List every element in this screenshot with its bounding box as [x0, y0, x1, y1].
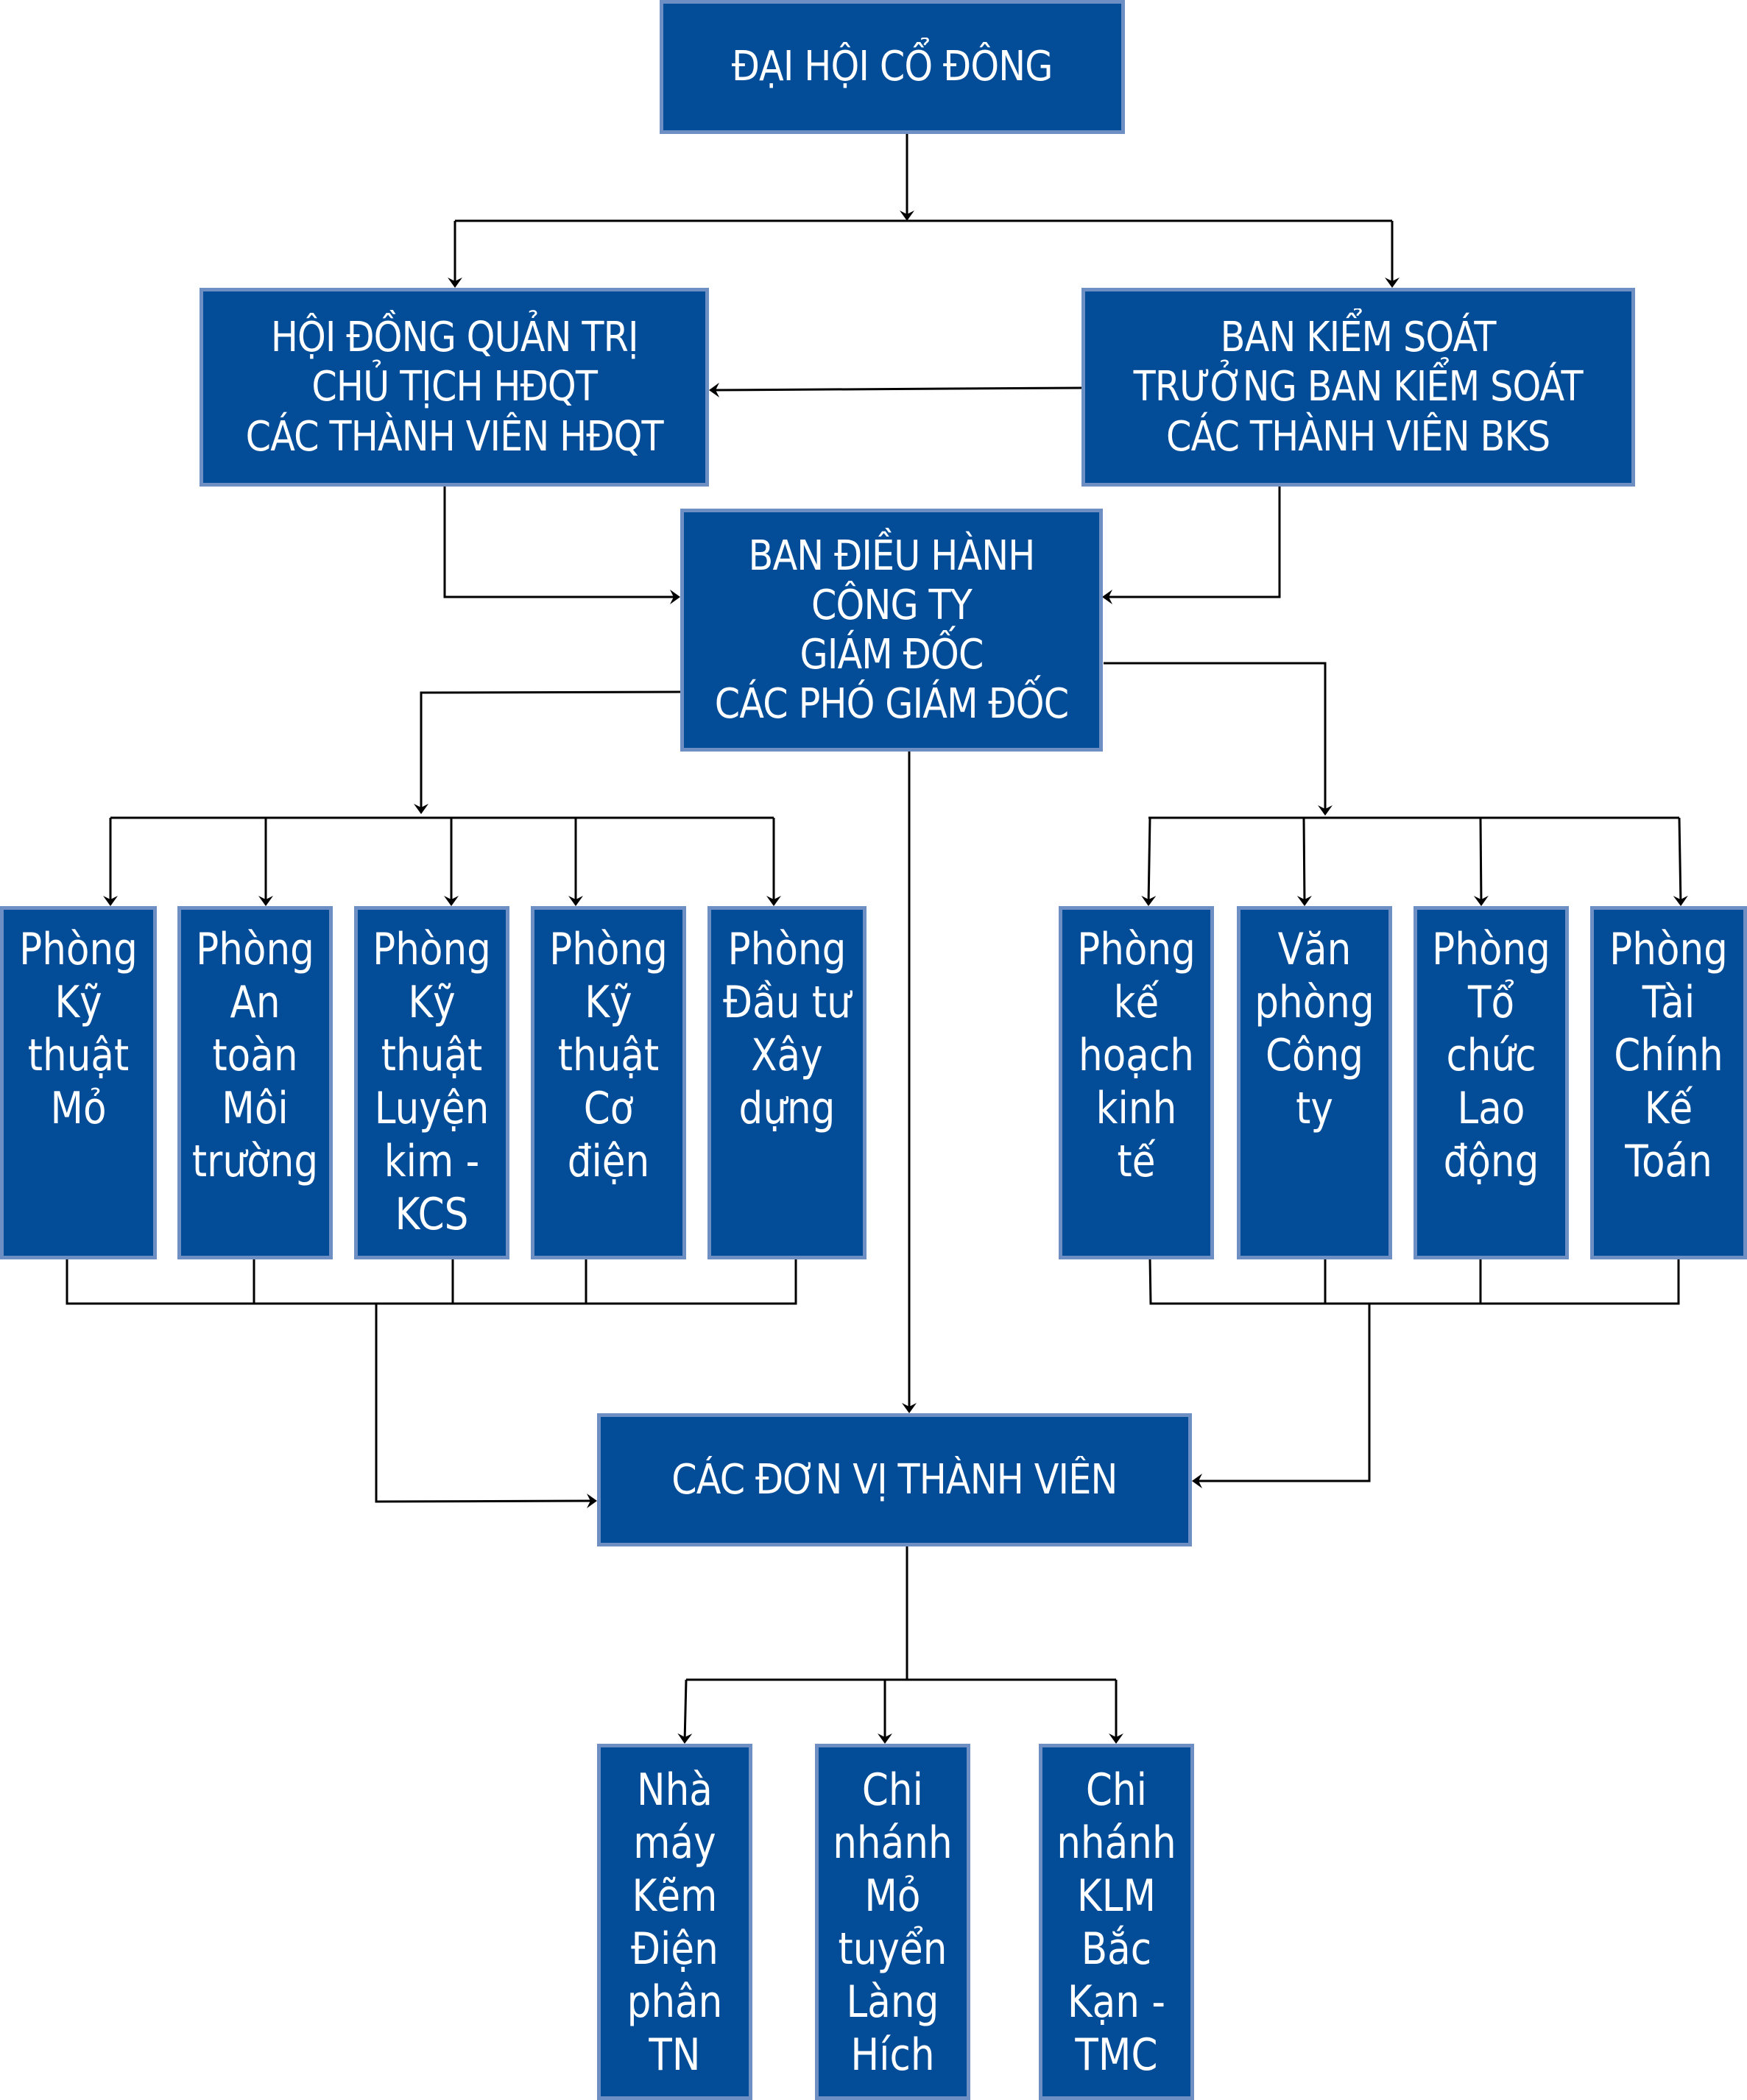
- connector-right-collect: [1148, 1257, 1680, 1305]
- board-of-directors-label: HỘI ĐỒNG QUẢN TRỊ CHỦ TỊCH HĐQT CÁC THÀN…: [245, 314, 663, 461]
- department-box: Phòng Kỹ thuật Mỏ: [0, 906, 157, 1259]
- executive-board-box: BAN ĐIỀU HÀNH CÔNG TY GIÁM ĐỐC CÁC PHÓ G…: [680, 509, 1103, 752]
- subsidiary-box: Chi nhánh KLM Bắc Kạn - TMC: [1039, 1744, 1194, 2100]
- department-box: Phòng An toàn Môi trường: [177, 906, 333, 1259]
- executive-board-label: BAN ĐIỀU HÀNH CÔNG TY GIÁM ĐỐC CÁC PHÓ G…: [714, 531, 1069, 729]
- supervisory-board-box: BAN KIỂM SOÁT TRƯỞNG BAN KIỂM SOÁT CÁC T…: [1081, 288, 1635, 487]
- subsidiary-label: Nhà máy Kẽm Điện phân TN: [627, 1764, 723, 2081]
- connector-supervisory-to-executive: [1102, 486, 1281, 604]
- subsidiary-box: Nhà máy Kẽm Điện phân TN: [597, 1744, 752, 2100]
- department-label: Phòng kế hoạch kinh tế: [1077, 924, 1196, 1187]
- department-box: Phòng Tài Chính Kế Toán: [1590, 906, 1747, 1259]
- department-label: Phòng Kỹ thuật Cơ điện: [549, 924, 668, 1187]
- department-box: Phòng Tổ chức Lao động: [1414, 906, 1569, 1259]
- member-units-box: CÁC ĐƠN VỊ THÀNH VIÊN: [597, 1413, 1192, 1546]
- connector-board-to-executive: [443, 486, 680, 604]
- department-label: Phòng Đầu tư Xây dựng: [723, 924, 851, 1134]
- department-label: Phòng Tài Chính Kế Toán: [1609, 924, 1728, 1187]
- department-box: Văn phòng Công ty: [1237, 906, 1392, 1259]
- department-label: Phòng Kỹ thuật Mỏ: [19, 924, 138, 1134]
- subsidiary-label: Chi nhánh KLM Bắc Kạn - TMC: [1056, 1764, 1176, 2081]
- board-of-directors-box: HỘI ĐỒNG QUẢN TRỊ CHỦ TỊCH HĐQT CÁC THÀN…: [200, 288, 709, 487]
- department-box: Phòng kế hoạch kinh tế: [1059, 906, 1214, 1259]
- connector-executive-to-left: [414, 690, 681, 814]
- department-box: Phòng Kỹ thuật Cơ điện: [531, 906, 686, 1259]
- supervisory-board-label: BAN KIỂM SOÁT TRƯỞNG BAN KIỂM SOÁT CÁC T…: [1133, 314, 1584, 461]
- department-label: Phòng Tổ chức Lao động: [1432, 924, 1550, 1187]
- department-label: Phòng An toàn Môi trường: [191, 924, 319, 1187]
- subsidiary-label: Chi nhánh Mỏ tuyển Làng Hích: [833, 1764, 953, 2081]
- connector-left-collect: [66, 1258, 797, 1305]
- department-box: Phòng Đầu tư Xây dựng: [707, 906, 867, 1259]
- connector-executive-to-right: [1104, 662, 1333, 816]
- shareholders-meeting-box: ĐẠI HỘI CỔ ĐÔNG: [660, 0, 1125, 134]
- shareholders-meeting-label: ĐẠI HỘI CỔ ĐÔNG: [732, 43, 1054, 91]
- department-box: Phòng Kỹ thuật Luyện kim - KCS: [354, 906, 509, 1259]
- department-label: Phòng Kỹ thuật Luyện kim - KCS: [373, 924, 491, 1240]
- department-label: Văn phòng Công ty: [1254, 924, 1374, 1134]
- member-units-label: CÁC ĐƠN VỊ THÀNH VIÊN: [671, 1455, 1118, 1504]
- connector-supervisory-to-board: [709, 382, 1082, 397]
- subsidiary-box: Chi nhánh Mỏ tuyển Làng Hích: [815, 1744, 970, 2100]
